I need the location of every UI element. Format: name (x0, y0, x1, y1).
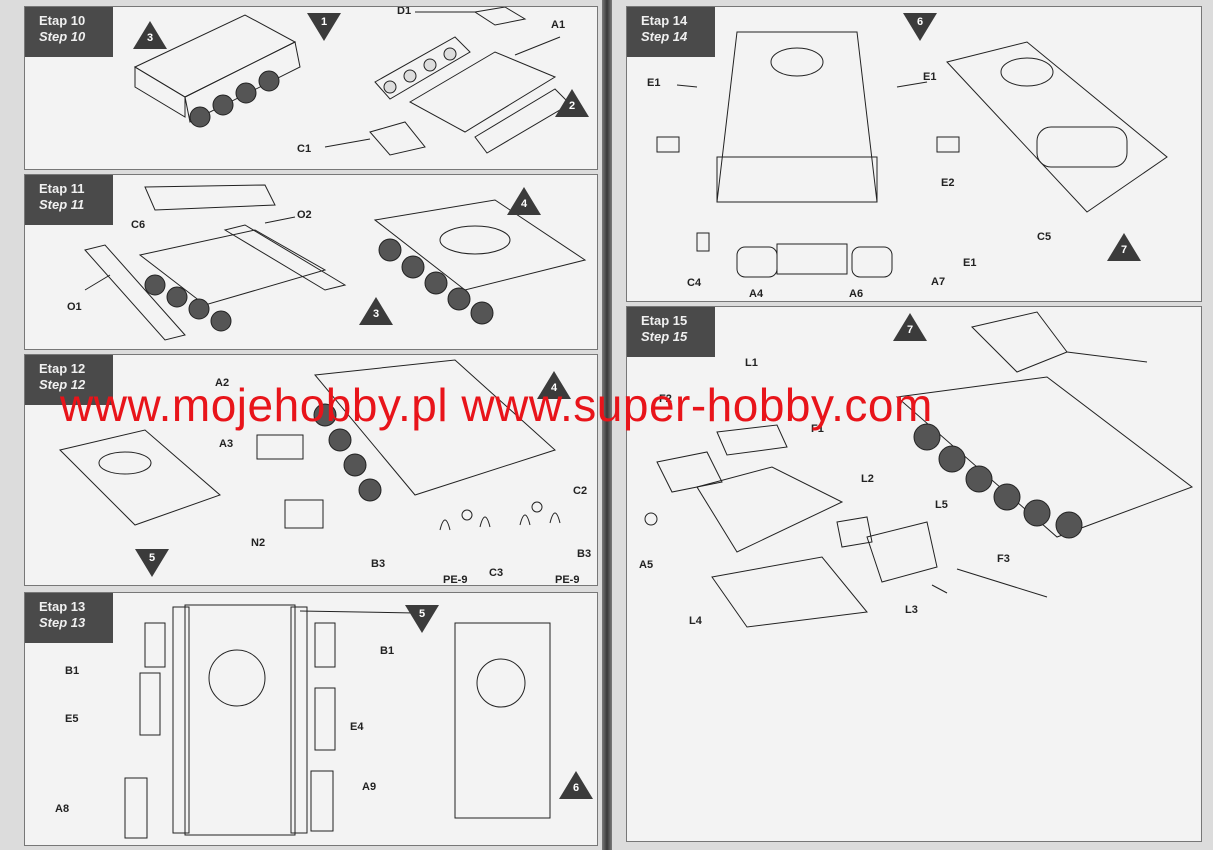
label-e4: E4 (350, 721, 364, 733)
label-a3: A3 (219, 438, 234, 450)
step-12-header: Etap 12 Step 12 (25, 355, 113, 405)
label-b1-right: B1 (380, 645, 395, 657)
step-12-drawing (59, 359, 561, 531)
step-14-drawing (656, 31, 1168, 278)
label-pe9-left: PE-9 (443, 574, 468, 586)
step-11-header: Etap 11 Step 11 (25, 175, 113, 225)
label-e2: E2 (941, 177, 955, 189)
step-12-title-pl: Etap 12 (39, 361, 86, 376)
step-14-title-en: Step 14 (641, 29, 688, 44)
step-14-badge-7: 7 (1107, 233, 1141, 261)
label-l5: L5 (935, 499, 948, 511)
step-11-badge-3: 3 (359, 297, 393, 325)
label-l1: L1 (745, 357, 758, 369)
label-f1: F1 (811, 423, 824, 435)
label-a4: A4 (749, 288, 764, 300)
step-13-title-en: Step 13 (39, 615, 86, 630)
step-13-header: Etap 13 Step 13 (25, 593, 113, 643)
label-n2: N2 (251, 537, 266, 549)
label-a1: A1 (551, 19, 566, 31)
label-c4: C4 (687, 277, 702, 289)
step-10-badge-1: 1 (307, 13, 341, 41)
step-13-title-pl: Etap 13 (39, 599, 86, 614)
step-14-panel: Etap 14 Step 14 6 7 E1 E1 E2 C5 E1 C4 A4… (626, 6, 1202, 302)
label-b1-left: B1 (65, 665, 80, 677)
label-e1-top: E1 (923, 71, 937, 83)
label-b3-right: B3 (577, 548, 592, 560)
label-c6: C6 (131, 219, 146, 231)
label-d1: D1 (397, 6, 412, 17)
book-gutter (602, 0, 612, 850)
label-b3-left: B3 (371, 558, 386, 570)
step-10-drawing (133, 7, 571, 156)
label-a5: A5 (639, 559, 654, 571)
step-11-title-en: Step 11 (39, 197, 85, 212)
label-a2: A2 (215, 377, 230, 389)
label-f2: F2 (659, 393, 672, 405)
step-11-badge-4: 4 (507, 187, 541, 215)
label-c2: C2 (573, 485, 588, 497)
step-13-drawing (124, 604, 551, 839)
label-c3: C3 (489, 567, 504, 579)
step-15-title-en: Step 15 (641, 329, 688, 344)
step-11-drawing (84, 184, 587, 341)
step-10-badge-2: 2 (555, 89, 589, 117)
label-e5: E5 (65, 713, 79, 725)
step-12-badge-4: 4 (537, 371, 571, 399)
step-10-title-pl: Etap 10 (39, 13, 86, 28)
step-10-title-en: Step 10 (39, 29, 86, 44)
label-l3: L3 (905, 604, 918, 616)
label-f3: F3 (997, 553, 1010, 565)
label-e1-left: E1 (647, 77, 661, 89)
step-10-header: Etap 10 Step 10 (25, 7, 113, 57)
step-12-badge-5: 5 (135, 549, 169, 577)
step-15-header: Etap 15 Step 15 (627, 307, 715, 357)
step-15-panel: Etap 15 Step 15 7 L1 F1 F2 L2 L5 A5 F3 L… (626, 306, 1202, 842)
step-13-badge-5: 5 (405, 605, 439, 633)
step-11-title-pl: Etap 11 (39, 181, 85, 196)
step-14-title-pl: Etap 14 (641, 13, 688, 28)
label-a9: A9 (362, 781, 377, 793)
step-15-drawing (644, 311, 1194, 628)
step-15-title-pl: Etap 15 (641, 313, 688, 328)
label-pe9-right: PE-9 (555, 574, 580, 586)
label-a8: A8 (55, 803, 70, 815)
label-o1: O1 (67, 301, 82, 313)
step-14-header: Etap 14 Step 14 (627, 7, 715, 57)
label-l2: L2 (861, 473, 874, 485)
label-c5: C5 (1037, 231, 1052, 243)
step-10-badge-3: 3 (133, 21, 167, 49)
step-12-title-en: Step 12 (39, 377, 86, 392)
label-c1: C1 (297, 143, 312, 155)
label-l4: L4 (689, 615, 702, 627)
watermark: www.mojehobby.pl www.super-hobby.com (60, 379, 933, 431)
step-12-panel: Etap 12 Step 12 4 5 A2 A3 N2 C2 B3 B3 C3… (24, 354, 598, 586)
step-13-badge-6: 6 (559, 771, 593, 799)
label-a6: A6 (849, 288, 864, 300)
label-e1-right: E1 (963, 257, 977, 269)
label-o2: O2 (297, 209, 312, 221)
step-11-panel: Etap 11 Step 11 4 3 C6 O2 O1 (24, 174, 598, 350)
step-10-panel: Etap 10 Step 10 3 1 2 D1 A1 C1 (24, 6, 598, 170)
step-15-badge-7: 7 (893, 313, 927, 341)
label-a7: A7 (931, 276, 946, 288)
step-14-badge-6: 6 (903, 13, 937, 41)
step-13-panel: Etap 13 Step 13 5 6 B1 B1 E5 E4 A8 A9 (24, 592, 598, 846)
